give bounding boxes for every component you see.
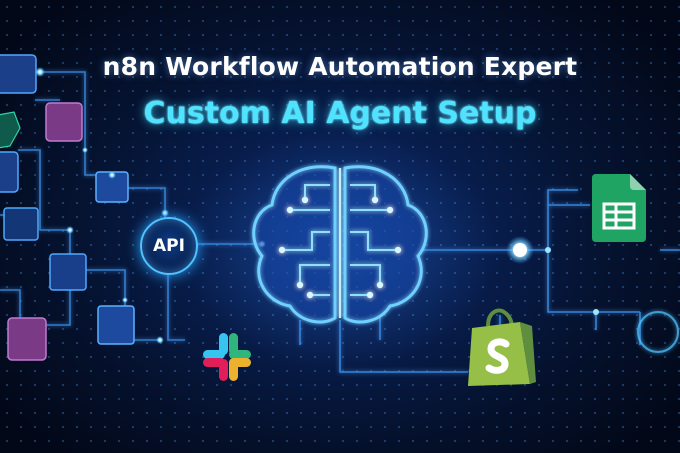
workflow-node (45, 102, 83, 142)
page-subtitle: Custom AI Agent Setup (143, 96, 537, 131)
shopify-bag-icon (468, 308, 536, 386)
workflow-node (0, 111, 21, 149)
workflow-node (0, 151, 19, 193)
page-title: n8n Workflow Automation Expert (102, 52, 578, 81)
slack-icon (203, 333, 251, 381)
google-sheets-icon (592, 174, 646, 242)
workflow-node (3, 207, 39, 241)
brain-bottom-wires (299, 318, 468, 373)
junction-dot (545, 247, 551, 253)
workflow-node (97, 305, 135, 345)
connector-node (513, 243, 527, 257)
workflow-node (7, 317, 47, 361)
brain-circuit-icon (252, 165, 428, 324)
api-node-badge: API (140, 217, 198, 275)
left-wires (0, 71, 262, 341)
workflow-node (49, 253, 87, 291)
ring-node (637, 311, 679, 353)
junction-dot (593, 309, 599, 315)
left-workflow-nodes (0, 54, 135, 361)
